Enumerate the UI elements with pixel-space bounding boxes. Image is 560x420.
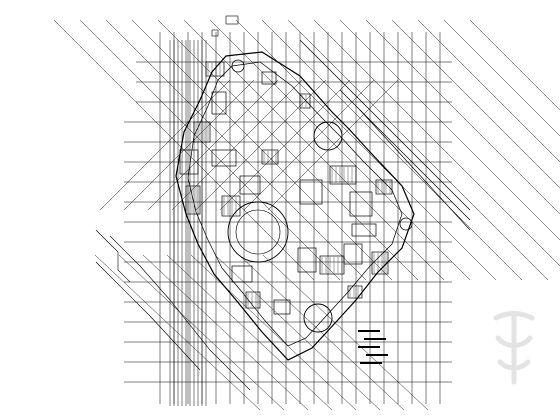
- column-north: [231, 59, 245, 73]
- room-partition: [371, 251, 389, 275]
- grid-line-diagonal: [171, 79, 303, 211]
- note-block: [358, 346, 380, 348]
- room-partition: [231, 265, 253, 283]
- diagonal-grid-lines: [53, 19, 560, 411]
- room-partition: [179, 149, 199, 175]
- site-boundary: [299, 39, 471, 211]
- grid-line-diagonal: [417, 19, 560, 163]
- note-block: [360, 362, 382, 364]
- grid-line-diagonal: [469, 19, 560, 111]
- grid-line-diagonal: [219, 79, 351, 211]
- grid-line-diagonal: [339, 19, 560, 241]
- grid-line-diagonal: [94, 254, 261, 411]
- grid-line-diagonal: [209, 19, 471, 281]
- road-edge: [95, 229, 131, 283]
- grid-line-diagonal: [365, 19, 560, 215]
- note-block: [364, 338, 386, 340]
- grid-line-diagonal: [391, 19, 560, 189]
- grid-line-diagonal: [190, 254, 357, 411]
- room-partition: [347, 285, 363, 299]
- vertical-grid-lines: [159, 32, 441, 406]
- rotunda-south: [303, 303, 333, 333]
- room-partition: [319, 255, 345, 275]
- grid-line-diagonal: [238, 254, 405, 411]
- grid-line-diagonal: [79, 19, 341, 281]
- room-partition: [221, 195, 241, 217]
- grid-line-diagonal: [166, 254, 333, 411]
- room-partition: [261, 71, 277, 85]
- room-partition: [273, 299, 291, 315]
- grid-line-diagonal: [214, 254, 381, 411]
- grid-line-diagonal: [313, 19, 560, 267]
- grid-line-diagonal: [157, 19, 419, 281]
- building-perimeter: [175, 51, 415, 361]
- room-partition: [375, 179, 393, 195]
- grid-line-diagonal: [118, 254, 285, 411]
- room-partition: [343, 243, 363, 265]
- room-partition: [299, 179, 323, 205]
- room-partition: [239, 175, 261, 195]
- grid-line-diagonal: [123, 79, 255, 211]
- title-tag: [225, 15, 239, 25]
- building-outline: [175, 51, 415, 361]
- grid-line-diagonal: [195, 79, 327, 211]
- grid-line-diagonal: [243, 79, 375, 211]
- road-edge: [95, 261, 201, 371]
- site-boundary: [339, 89, 471, 221]
- rotunda-north: [313, 121, 343, 151]
- room-partition: [211, 149, 237, 167]
- horizontal-grid-lines: [124, 61, 452, 383]
- grid-line-diagonal: [147, 79, 279, 211]
- grid-line-diagonal: [267, 79, 399, 211]
- room-partition: [185, 185, 201, 215]
- room-partition: [351, 223, 377, 237]
- road-edge: [109, 235, 251, 391]
- site-boundary: [359, 109, 471, 231]
- grid-line-diagonal: [443, 19, 560, 137]
- grid-line-diagonal: [142, 254, 309, 411]
- grid-line-diagonal: [287, 19, 549, 281]
- atrium-circle: [227, 201, 289, 263]
- note-block: [358, 330, 380, 332]
- marker-box: [211, 29, 219, 37]
- room-partition: [299, 93, 311, 109]
- room-partition: [297, 247, 317, 273]
- room-partition: [329, 165, 357, 185]
- grid-line-diagonal: [262, 254, 429, 411]
- grid-line-diagonal: [261, 19, 523, 281]
- grid-line-diagonal: [183, 19, 445, 281]
- atrium-inner-circle: [235, 209, 281, 255]
- room-partition: [245, 291, 261, 309]
- room-partition: [211, 91, 227, 115]
- room-partition: [193, 121, 211, 143]
- plan-details: [95, 15, 413, 391]
- column-east: [399, 217, 413, 231]
- room-partition: [349, 191, 373, 217]
- room-partitions: [179, 61, 393, 315]
- note-block: [366, 354, 388, 356]
- room-partition: [205, 61, 225, 77]
- room-partition: [261, 149, 279, 165]
- grid-line-diagonal: [99, 79, 231, 211]
- building-inner-wall: [187, 61, 403, 347]
